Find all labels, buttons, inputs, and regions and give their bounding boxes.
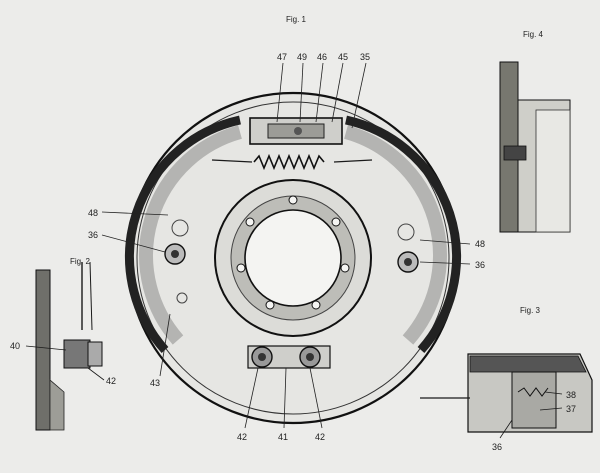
callout-40: 40 <box>10 341 20 351</box>
fig2-title: Fig. 2 <box>70 257 91 266</box>
fig3-section <box>420 353 593 439</box>
callout-49: 49 <box>297 52 307 62</box>
callout-36-right: 36 <box>475 260 485 270</box>
fig4-section <box>499 61 571 233</box>
callout-45: 45 <box>338 52 348 62</box>
callout-42-fig2: 42 <box>106 376 116 386</box>
callout-48-left: 48 <box>88 208 98 218</box>
fig3-title: Fig. 3 <box>520 306 541 315</box>
fig2-section <box>25 261 105 431</box>
fig1-title: Fig. 1 <box>286 15 307 24</box>
callout-42-right: 42 <box>315 432 325 442</box>
callout-38: 38 <box>566 390 576 400</box>
callout-48-right: 48 <box>475 239 485 249</box>
callout-37: 37 <box>566 404 576 414</box>
callout-47: 47 <box>277 52 287 62</box>
callout-36-left: 36 <box>88 230 98 240</box>
fig4-title: Fig. 4 <box>523 30 544 39</box>
callout-46: 46 <box>317 52 327 62</box>
callout-41: 41 <box>278 432 288 442</box>
fig1-leader-lines <box>101 62 471 429</box>
callout-43: 43 <box>150 378 160 388</box>
callout-36-fig3: 36 <box>492 442 502 452</box>
callout-42-left: 42 <box>237 432 247 442</box>
fig1-back-plate <box>125 91 461 425</box>
callout-35: 35 <box>360 52 370 62</box>
